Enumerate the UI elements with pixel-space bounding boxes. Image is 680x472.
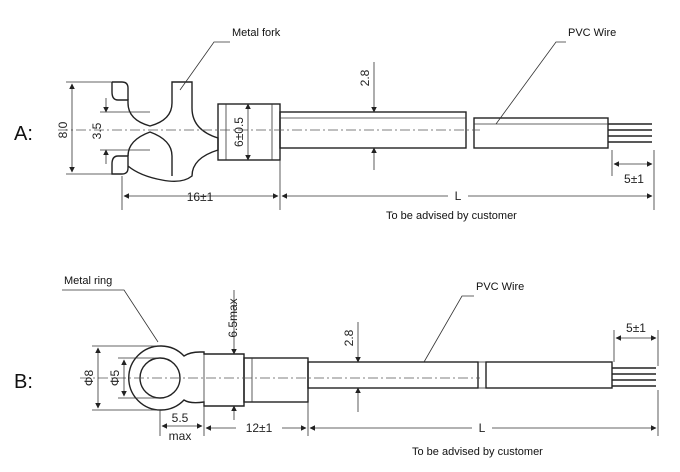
crimp-sleeve [217,103,281,161]
dim-length-b: 12±1 [246,421,273,435]
pvc-wire-leader-b [423,295,474,363]
dim-total-length: L [455,189,462,203]
dim-wire: 2.8 [358,69,372,86]
section-a-label: A: [14,123,33,145]
pvc-wire-right-b [485,361,613,389]
note-a: To be advised by customer [386,210,517,222]
part-b: B: Φ8 Φ5 6.5max [14,275,659,458]
crimp-sleeve-b [243,357,309,403]
metal-fork-leader [179,41,230,91]
dim-wire-b: 2.8 [342,329,356,346]
dim-length: 16±1 [187,190,214,204]
note-b: To be advised by customer [412,446,543,458]
dim-crimp: 6±0.5 [232,117,246,147]
metal-fork-label: Metal fork [232,27,281,39]
metal-ring-label: Metal ring [64,275,112,287]
dim-strip-b: 5±1 [626,321,646,335]
metal-fork-shape [111,81,219,183]
metal-ring-shape [128,345,245,411]
pvc-wire-left-b [307,361,479,389]
section-b-label: B: [14,371,33,393]
pvc-wire-label-a: PVC Wire [568,27,616,39]
dim-outer-diameter: Φ8 [82,370,96,387]
dim-strip: 5±1 [624,172,644,186]
pvc-wire-leader-a [495,41,566,125]
dim-gap: 3.5 [90,122,104,139]
part-a: A: 8.0 3.5 6±0.5 [14,27,655,222]
pvc-wire-right [473,117,609,149]
pvc-wire-label-b: PVC Wire [476,281,524,293]
metal-ring-leader [62,289,159,343]
dim-total-length-b: L [479,421,486,435]
dim-inner-diameter: Φ5 [108,370,122,387]
dim-crimp-b: 6.5max [226,298,240,337]
dim-offset: 5.5 [172,411,189,425]
dim-height: 8.0 [56,121,70,138]
dim-offset-suffix: max [169,429,192,443]
